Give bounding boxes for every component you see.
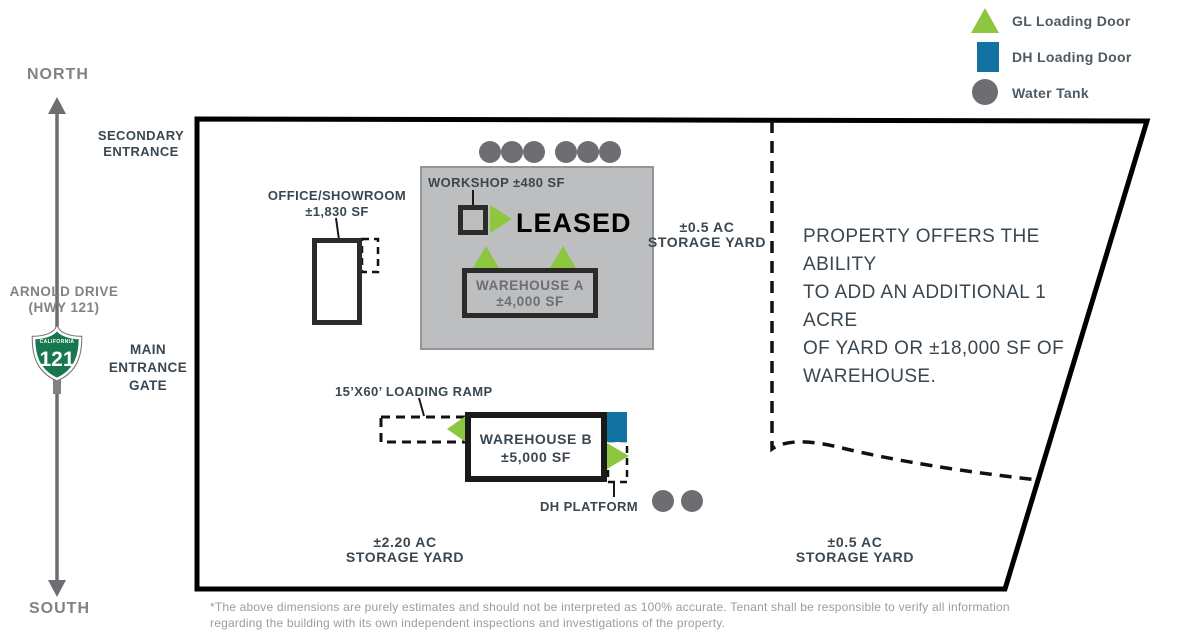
disclaimer: *The above dimensions are purely estimat… bbox=[210, 599, 1010, 631]
office-leader-line bbox=[335, 217, 340, 241]
road-name-line2: (HWY 121) bbox=[28, 300, 100, 315]
main-entrance-line1: MAIN bbox=[129, 342, 167, 357]
water-tank bbox=[555, 141, 577, 163]
note-line3: OF YARD OR ±18,000 SF OF bbox=[803, 338, 1065, 359]
property-note: PROPERTY OFFERS THE ABILITY TO ADD AN AD… bbox=[803, 223, 1093, 391]
warehouse-b-gl-door-icon bbox=[447, 415, 467, 443]
warehouse-b-size: ±5,000 SF bbox=[501, 449, 571, 465]
gl-loading-door-icon bbox=[971, 8, 999, 33]
road-name-label: ARNOLD DRIVE (HWY 121) bbox=[4, 284, 124, 316]
road-name-line1: ARNOLD DRIVE bbox=[9, 284, 119, 299]
warehouse-a-size: ±4,000 SF bbox=[496, 294, 564, 309]
note-line1: PROPERTY OFFERS THE ABILITY bbox=[803, 226, 1040, 275]
legend-dh-label: DH Loading Door bbox=[1012, 49, 1132, 65]
main-entrance-gate-label: MAIN ENTRANCE GATE bbox=[99, 341, 197, 395]
secondary-entrance-line2: ENTRANCE bbox=[103, 144, 179, 159]
secondary-entrance-line1: SECONDARY bbox=[97, 128, 185, 143]
office-label-line1: OFFICE/SHOWROOM bbox=[267, 188, 407, 203]
warehouse-a-text: WAREHOUSE A ±4,000 SF bbox=[467, 278, 593, 310]
water-tank bbox=[479, 141, 501, 163]
secondary-entrance-label: SECONDARY ENTRANCE bbox=[92, 128, 190, 160]
note-line4: WAREHOUSE. bbox=[803, 366, 937, 387]
note-line2: TO ADD AN ADDITIONAL 1 ACRE bbox=[803, 282, 1047, 331]
water-tank-icon bbox=[972, 79, 998, 105]
warehouse-b-gl-door-east-icon bbox=[607, 443, 629, 469]
legend-gl-label: GL Loading Door bbox=[1012, 13, 1131, 29]
shield-post bbox=[53, 380, 61, 394]
south-label: SOUTH bbox=[29, 600, 90, 617]
office-showroom-building bbox=[312, 238, 362, 325]
disclaimer-line1: *The above dimensions are purely estimat… bbox=[210, 600, 1010, 614]
yard-division-dashed-line bbox=[770, 121, 1039, 482]
warehouse-a-gl-door-icon bbox=[473, 246, 499, 268]
main-entrance-line3: GATE bbox=[128, 378, 168, 393]
water-tank bbox=[599, 141, 621, 163]
workshop-gl-door-icon bbox=[490, 205, 512, 233]
water-tank bbox=[652, 490, 674, 512]
warehouse-a-gl-door-icon bbox=[550, 246, 576, 268]
leased-area-region bbox=[420, 166, 654, 350]
north-label: NORTH bbox=[27, 66, 89, 83]
warehouse-a-name: WAREHOUSE A bbox=[475, 278, 585, 293]
dh-platform-label: DH PLATFORM bbox=[540, 499, 639, 514]
leased-label: LEASED bbox=[516, 208, 632, 238]
property-boundary bbox=[194, 116, 1151, 592]
ramp-leader-line bbox=[418, 397, 425, 417]
storage-yard-southwest-label: ±2.20 AC STORAGE YARD bbox=[345, 535, 465, 565]
dh-loading-door-icon bbox=[977, 42, 999, 72]
storage-yard-east-label: ±0.5 AC STORAGE YARD bbox=[647, 220, 767, 250]
office-showroom-label: OFFICE/SHOWROOM ±1,830 SF bbox=[252, 188, 422, 220]
workshop-building bbox=[458, 205, 488, 235]
shield-state-text: CALIFORNIA bbox=[40, 339, 75, 345]
yard-sw-acres: ±2.20 AC bbox=[373, 534, 437, 550]
yard-east-acres: ±0.5 AC bbox=[679, 219, 735, 235]
workshop-label: WORKSHOP ±480 SF bbox=[428, 175, 565, 190]
water-tank bbox=[501, 141, 523, 163]
warehouse-b-text: WAREHOUSE B ±5,000 SF bbox=[471, 430, 601, 466]
water-tank bbox=[577, 141, 599, 163]
storage-yard-southeast-label: ±0.5 AC STORAGE YARD bbox=[795, 535, 915, 565]
loading-ramp-label: 15’X60’ LOADING RAMP bbox=[335, 384, 493, 399]
yard-se-acres: ±0.5 AC bbox=[827, 534, 883, 550]
legend-water-tank-label: Water Tank bbox=[1012, 85, 1089, 101]
warehouse-a-building: WAREHOUSE A ±4,000 SF bbox=[462, 268, 598, 318]
office-label-line2: ±1,830 SF bbox=[305, 204, 369, 219]
highway-121-shield-icon: CALIFORNIA 121 bbox=[31, 326, 83, 381]
yard-se-text: STORAGE YARD bbox=[795, 549, 915, 565]
warehouse-b-building: WAREHOUSE B ±5,000 SF bbox=[465, 412, 607, 482]
warehouse-b-name: WAREHOUSE B bbox=[479, 431, 593, 447]
shield-route-text: 121 bbox=[39, 348, 74, 371]
main-entrance-line2: ENTRANCE bbox=[108, 360, 188, 375]
yard-sw-text: STORAGE YARD bbox=[345, 549, 465, 565]
water-tank bbox=[681, 490, 703, 512]
warehouse-b-dh-door-icon bbox=[607, 412, 627, 442]
office-annex-dashed bbox=[360, 237, 380, 274]
water-tank bbox=[523, 141, 545, 163]
yard-east-text: STORAGE YARD bbox=[647, 234, 767, 250]
disclaimer-line2: regarding the building with its own inde… bbox=[210, 616, 726, 630]
